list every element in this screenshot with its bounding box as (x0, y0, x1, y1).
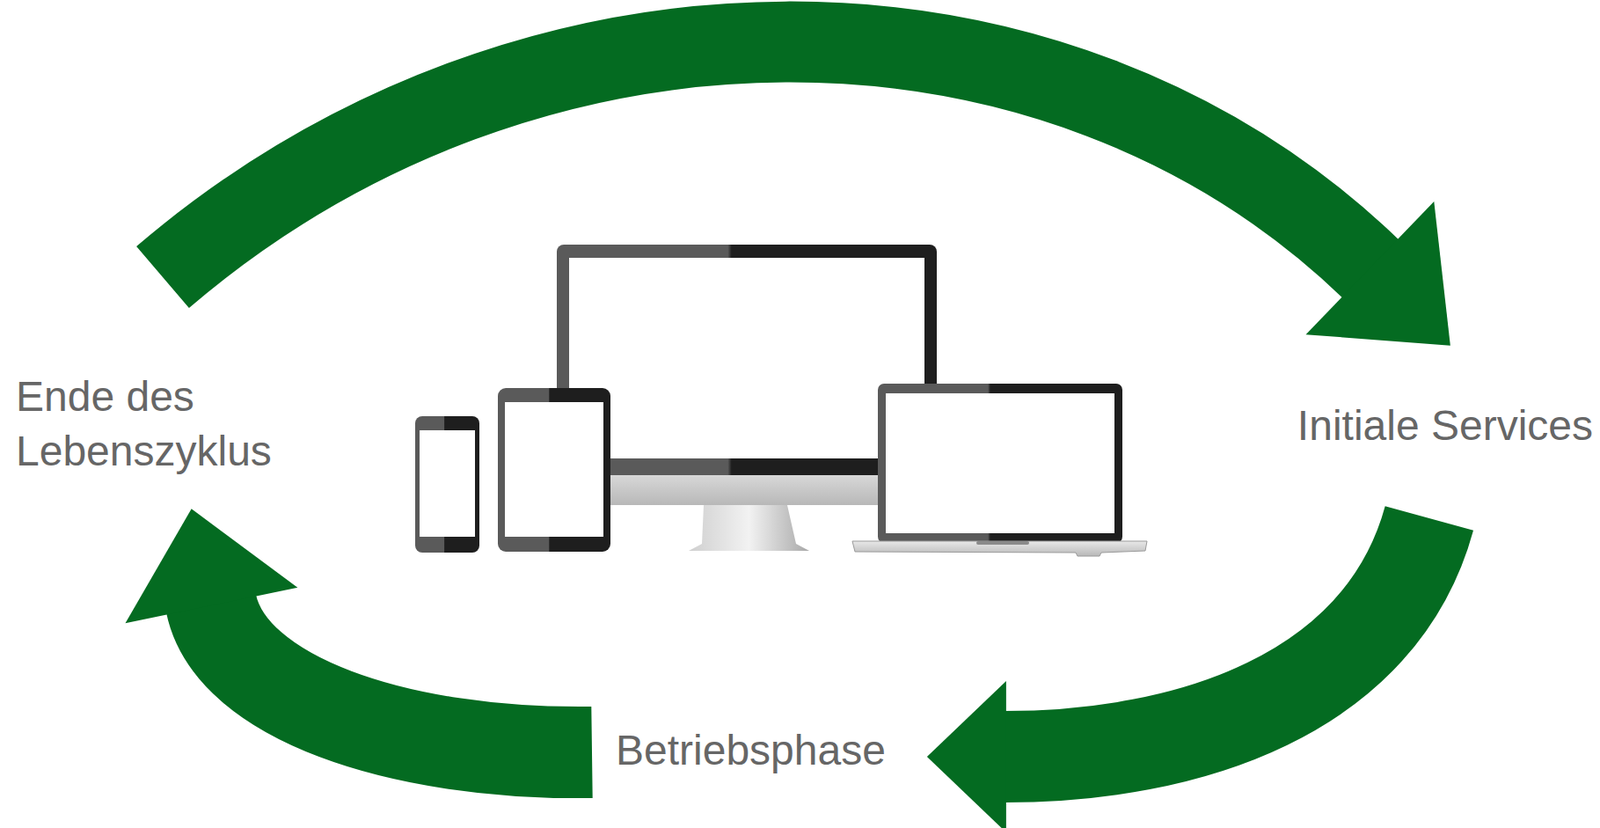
phase-label: Betriebsphase (615, 723, 886, 778)
phase-label: Ende des Lebenszyklus (15, 369, 280, 479)
phase-text: Initiale Services (1297, 398, 1593, 453)
arrow-head (927, 680, 1007, 828)
arrow-head (1306, 201, 1451, 346)
arrow-head (124, 508, 298, 623)
phase-text: Ende des Lebenszyklus (15, 369, 280, 479)
tablet (497, 387, 611, 552)
phase-label: Initiale Services (1297, 398, 1593, 453)
phone (415, 416, 480, 553)
phase-text: Betriebsphase (615, 723, 886, 778)
cycle-arrow (927, 518, 1430, 828)
laptop (852, 383, 1148, 556)
